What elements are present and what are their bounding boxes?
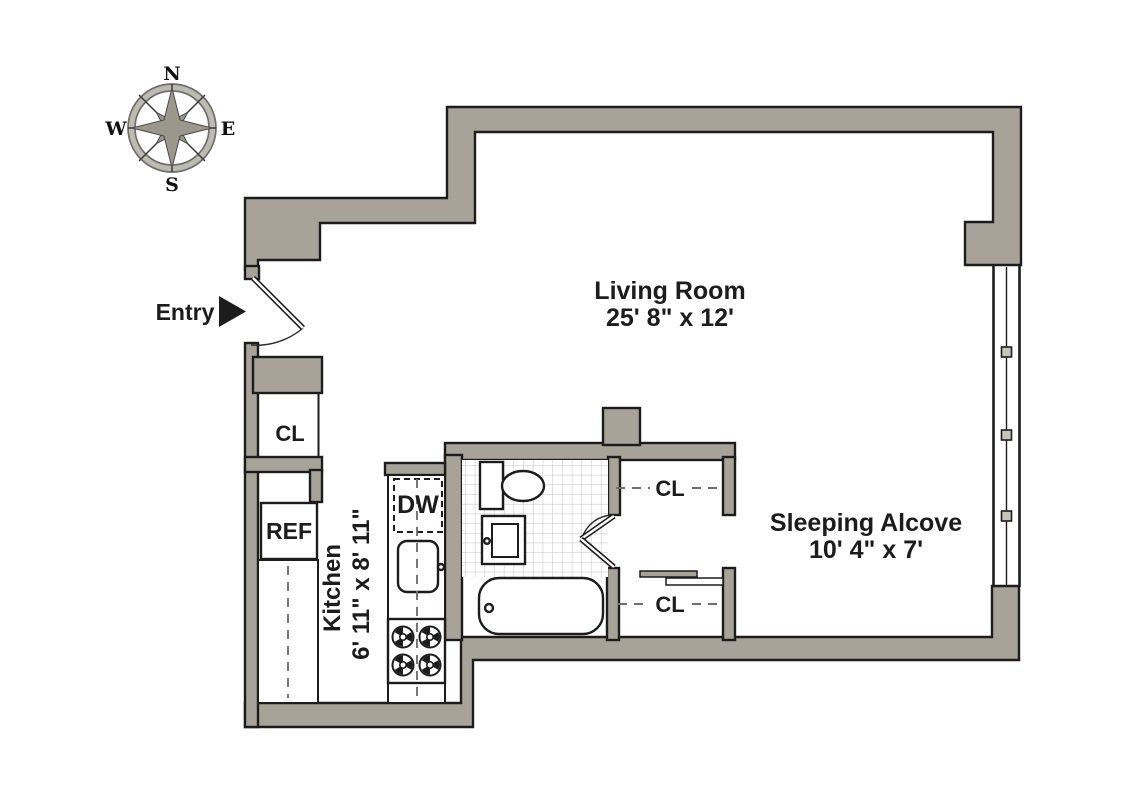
entry-closet-label: CL bbox=[275, 421, 304, 446]
entry-arrow-icon bbox=[219, 296, 246, 327]
window-wall bbox=[992, 265, 1021, 587]
kitchen-sink bbox=[396, 539, 440, 594]
compass-east-label: E bbox=[221, 118, 235, 140]
wall-left bbox=[243, 341, 260, 729]
wall-upper-closet-partition bbox=[721, 455, 737, 517]
compass-north-label: N bbox=[163, 63, 180, 85]
bathtub bbox=[477, 576, 605, 636]
compass-west-label: W bbox=[104, 118, 127, 140]
window-mullion bbox=[1000, 510, 1013, 522]
wall-bathroom-top bbox=[443, 441, 737, 462]
kitchen-name: Kitchen bbox=[319, 544, 346, 632]
window-mullion bbox=[1000, 429, 1013, 441]
refrigerator-box bbox=[259, 501, 319, 561]
dishwasher-box bbox=[393, 478, 443, 533]
wall-stub-above-bathroom bbox=[601, 406, 642, 447]
sliding-door-panel-back bbox=[639, 570, 698, 578]
wall-kitchen-column-cap bbox=[383, 461, 447, 477]
wall-bathroom-left bbox=[443, 453, 464, 642]
bathroom-bifold-door bbox=[579, 513, 616, 570]
bathroom-sink bbox=[480, 514, 527, 566]
kitchen-sink-knob bbox=[436, 562, 446, 572]
upper-closet-label: CL bbox=[655, 476, 684, 501]
wall-entry-closet-top bbox=[251, 355, 324, 395]
bathroom bbox=[462, 460, 616, 636]
sliding-door-panel-front bbox=[665, 577, 724, 586]
entry-door bbox=[250, 276, 305, 346]
dishwasher-label: DW bbox=[397, 491, 439, 519]
entry-indicator: Entry bbox=[156, 296, 246, 327]
toilet bbox=[478, 460, 546, 511]
living-room-dimensions: 25' 8" x 12' bbox=[606, 304, 734, 332]
kitchen-dimensions: 6' 11" x 8' 11" bbox=[348, 508, 375, 660]
closets bbox=[616, 487, 724, 605]
entry-label: Entry bbox=[156, 299, 215, 325]
refrigerator-label: REF bbox=[266, 518, 312, 544]
wall-entry-closet-stub bbox=[308, 468, 324, 504]
sleeping-alcove-name: Sleeping Alcove bbox=[770, 509, 962, 537]
wall-entry-closet-bottom bbox=[243, 455, 324, 474]
walls bbox=[243, 105, 1023, 729]
kitchen bbox=[257, 474, 447, 704]
lower-closet-label: CL bbox=[655, 592, 684, 617]
wall-entry-hinge-block bbox=[243, 264, 261, 281]
compass-south-label: S bbox=[165, 174, 179, 196]
living-room-name: Living Room bbox=[594, 277, 745, 305]
wall-top-right bbox=[243, 105, 1023, 272]
wall-lower-closet-partition bbox=[721, 566, 737, 642]
window-mullion bbox=[1000, 346, 1013, 358]
sleeping-alcove-dimensions: 10' 4" x 7' bbox=[809, 536, 923, 564]
wall-bathroom-right-upper bbox=[606, 455, 622, 517]
compass-rose-icon: N S W E bbox=[104, 63, 235, 196]
wall-bathroom-right-lower bbox=[605, 566, 621, 642]
